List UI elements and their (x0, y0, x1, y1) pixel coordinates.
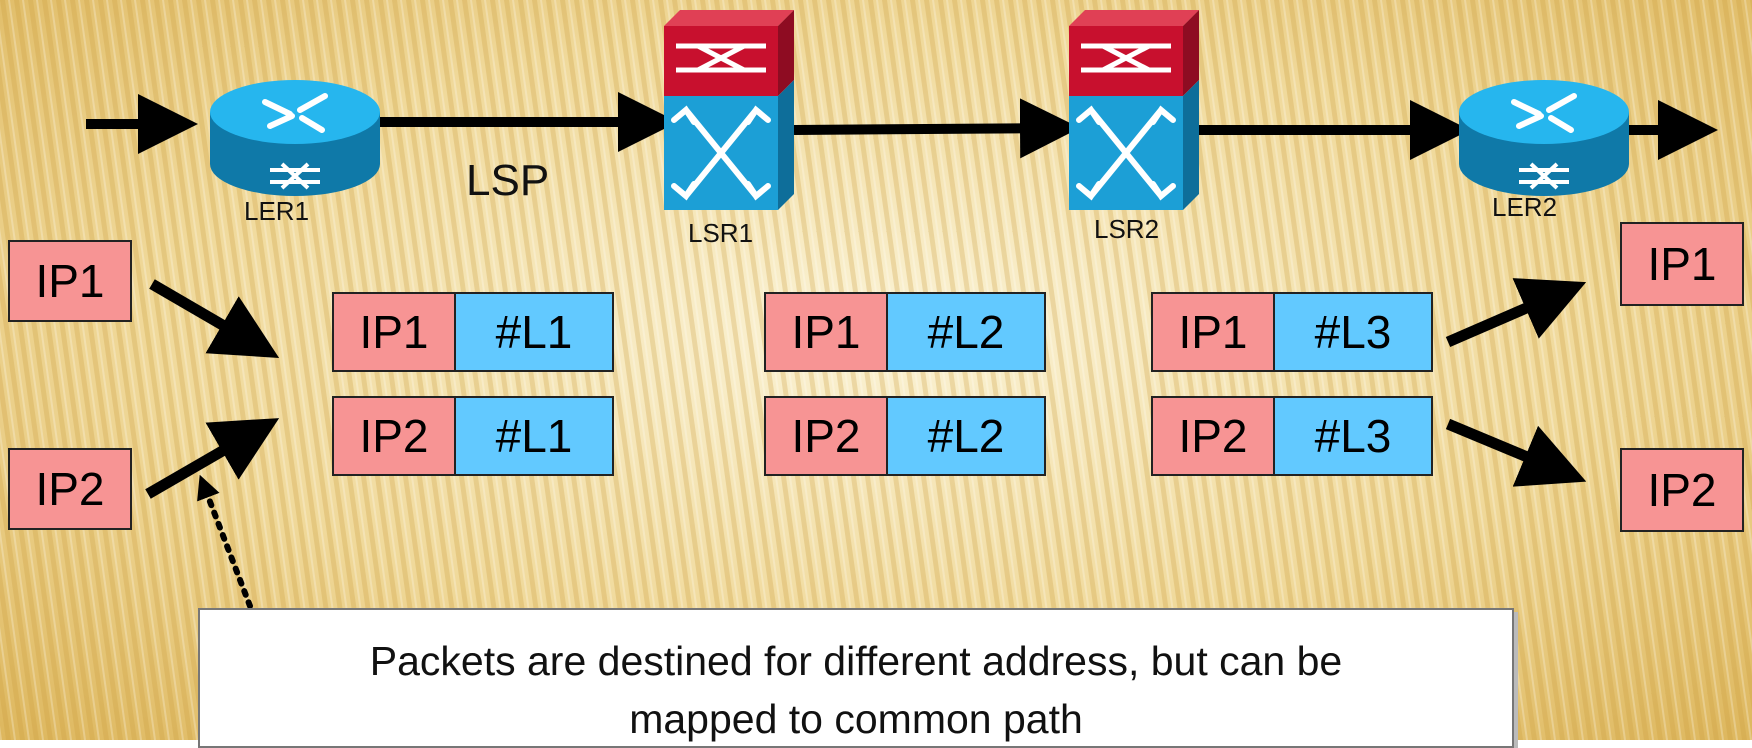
labeled-packet: IP2 #L3 (1151, 396, 1433, 476)
callout-note: Packets are destined for different addre… (198, 608, 1514, 748)
router-icon (210, 80, 380, 196)
lsr1-label: LSR1 (688, 218, 754, 248)
labeled-packet: IP2 #L1 (332, 396, 614, 476)
packet-label: #L1 (456, 398, 612, 474)
lsr2-label: LSR2 (1094, 214, 1160, 244)
ingress-ip1-box: IP1 (8, 240, 132, 322)
packet-ip: IP1 (334, 294, 456, 370)
labeled-packet: IP2 #L2 (764, 396, 1046, 476)
atm-switch-icon (1069, 10, 1199, 210)
packet-ip: IP2 (334, 398, 456, 474)
packet-ip: IP1 (766, 294, 888, 370)
packet-label: #L3 (1275, 294, 1431, 370)
callout-line-2: mapped to common path (629, 696, 1083, 742)
egress-arrow-ip2 (1445, 418, 1587, 487)
egress-arrow-ip1 (1445, 278, 1587, 348)
egress-ip1-box: IP1 (1620, 222, 1744, 306)
packet-label: #L1 (456, 294, 612, 370)
lsp-label: LSP (466, 156, 550, 205)
packet-ip: IP1 (1153, 294, 1275, 370)
packet-label: #L2 (888, 294, 1044, 370)
router-icon (1459, 80, 1629, 196)
packet-ip: IP2 (766, 398, 888, 474)
packet-label: #L2 (888, 398, 1044, 474)
ler2-label: LER2 (1492, 192, 1558, 222)
packet-label: #L3 (1275, 398, 1431, 474)
lsp-path (86, 92, 1719, 160)
callout-line-1: Packets are destined for different addre… (369, 638, 1343, 684)
egress-ip2-box: IP2 (1620, 448, 1744, 532)
labeled-packet: IP1 #L2 (764, 292, 1046, 372)
packet-ip: IP2 (1153, 398, 1275, 474)
atm-switch-icon (664, 10, 794, 210)
labeled-packet: IP1 #L3 (1151, 292, 1433, 372)
labeled-packet: IP1 #L1 (332, 292, 614, 372)
callout-pointer (197, 474, 253, 609)
ingress-arrow-ip2 (145, 418, 280, 499)
ingress-arrow-ip1 (149, 279, 280, 358)
ler1-label: LER1 (244, 196, 310, 226)
ingress-ip2-box: IP2 (8, 448, 132, 530)
